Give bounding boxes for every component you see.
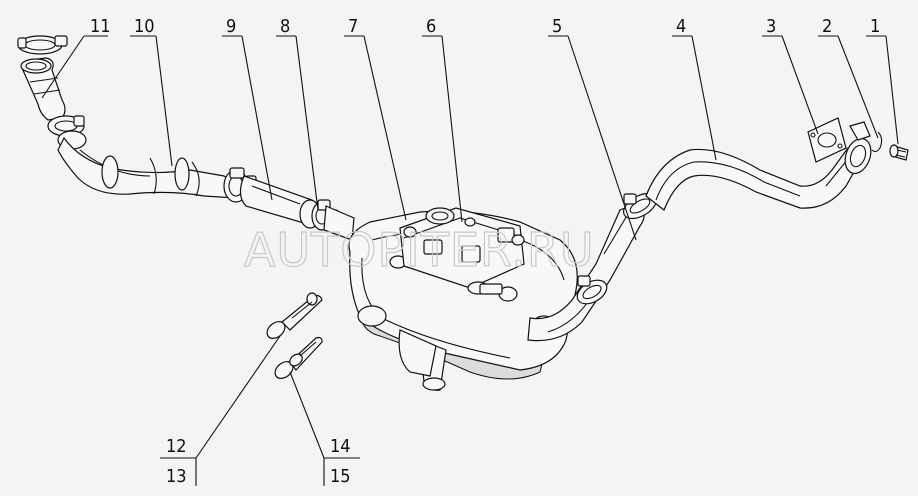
callout-13: 13	[166, 466, 187, 487]
callout-10: 10	[134, 16, 155, 37]
callout-12: 12	[166, 436, 187, 457]
callout-8: 8	[280, 16, 290, 37]
callout-5: 5	[552, 16, 562, 37]
flange-end-pipe	[844, 121, 872, 175]
callout-1: 1	[870, 16, 880, 37]
callout-4: 4	[676, 16, 686, 37]
hose-clamp-5-lower	[576, 275, 608, 305]
clip-2	[871, 131, 883, 153]
pipe-4	[645, 147, 863, 211]
hose-10	[57, 136, 238, 199]
hose-clamp-11-bottom	[47, 115, 87, 150]
watermark-text: AUTOPITER.RU	[244, 223, 595, 277]
leader-lines	[41, 35, 899, 486]
callout-6: 6	[426, 16, 436, 37]
callout-9: 9	[226, 16, 236, 37]
callout-2: 2	[822, 16, 832, 37]
outlet-pipe-lower	[398, 329, 447, 391]
valve-block-6	[399, 207, 525, 295]
callout-3: 3	[766, 16, 776, 37]
bolt-1	[889, 144, 909, 161]
callout-14: 14	[330, 436, 351, 457]
hose-clamp-11-top	[17, 35, 68, 55]
flange-3	[807, 117, 847, 163]
callout-11: 11	[90, 16, 111, 37]
hose-9	[239, 175, 321, 229]
callout-15: 15	[330, 466, 351, 487]
intake-pipe-11	[20, 57, 66, 121]
callout-7: 7	[348, 16, 358, 37]
bolt-12	[266, 292, 323, 339]
bolt-14	[274, 336, 323, 379]
